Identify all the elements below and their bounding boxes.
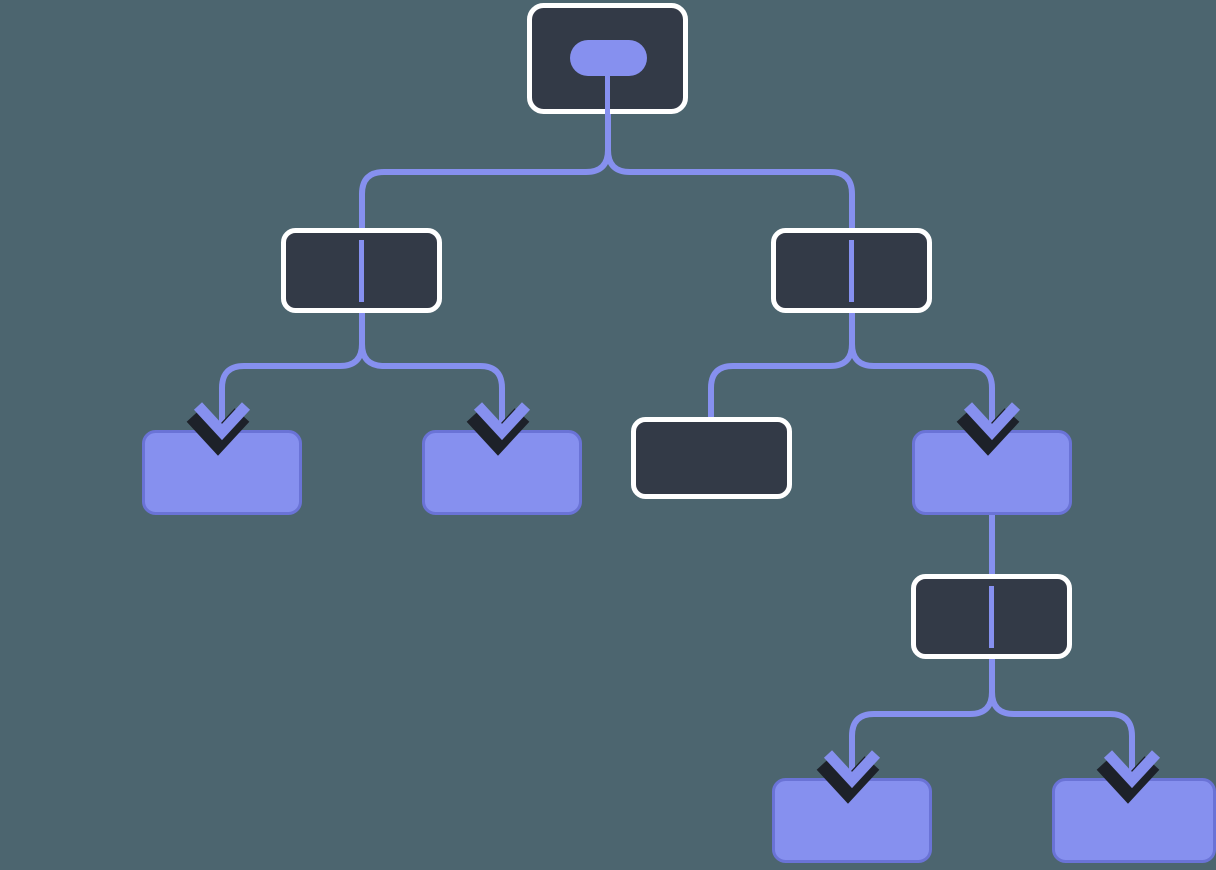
edge-root-to-right-branch <box>605 114 855 228</box>
arrow-chevron-icon <box>823 750 881 789</box>
branch-node-right[interactable] <box>771 228 932 313</box>
edge-left-branch-to-leaf-2 <box>359 313 505 428</box>
edge-left-branch-to-leaf-2-arrowhead <box>466 402 531 456</box>
arrow-chevron-icon <box>963 402 1021 441</box>
root-pill-badge <box>570 40 647 76</box>
edge-layer <box>219 114 1135 776</box>
arrow-chevron-icon <box>1103 750 1161 789</box>
arrow-chevron-icon <box>193 402 251 441</box>
edge-sub-branch-to-leaf-4-arrowhead <box>816 750 881 804</box>
edge-sub-branch-to-leaf-5-arrowhead <box>1096 750 1161 804</box>
sub-branch-node[interactable] <box>911 574 1072 659</box>
arrowhead-layer <box>186 402 1161 804</box>
edge-left-branch-to-leaf-1-arrowhead <box>186 402 251 456</box>
root-node[interactable] <box>527 3 688 115</box>
empty-dark-node[interactable] <box>631 417 792 499</box>
edge-right-branch-to-leaf-3 <box>849 313 995 428</box>
edge-sub-branch-to-leaf-5 <box>989 659 1135 776</box>
node-layer <box>142 3 1216 863</box>
arrow-chevron-icon <box>473 402 531 441</box>
empty-dark-node-shape <box>631 417 792 499</box>
edge-right-branch-to-leaf-3-arrowhead <box>956 402 1021 456</box>
branch-node-left[interactable] <box>281 228 442 313</box>
